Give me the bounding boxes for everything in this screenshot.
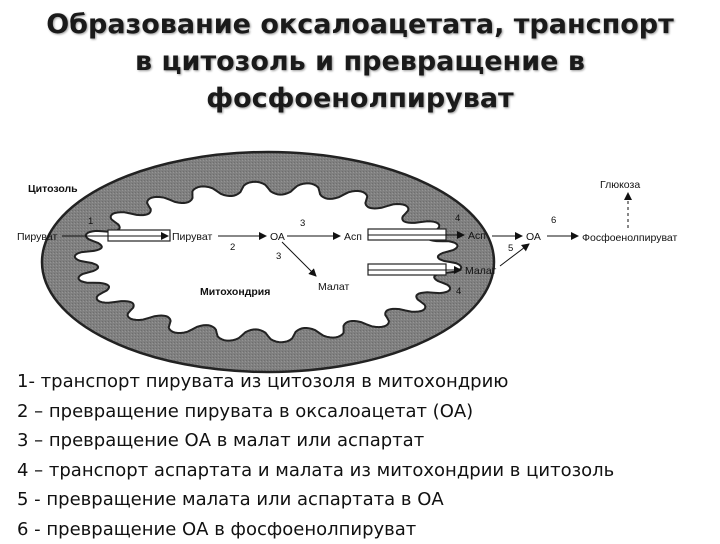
legend: 1- транспорт пирувата из цитозоля в мито… xyxy=(17,367,614,544)
malate-mitochondria: Малат xyxy=(318,281,349,293)
legend-item-3: 3 – превращение ОА в малат или аспартат xyxy=(17,426,614,456)
arrow-malate-to-oa xyxy=(500,244,529,266)
legend-item-4: 4 – транспорт аспартата и малата из мито… xyxy=(17,456,614,486)
step-number-4a: 4 xyxy=(455,213,460,224)
step-number-1: 1 xyxy=(88,216,93,227)
pyruvate-cytosol: Пируват xyxy=(17,231,57,243)
aspartate-mitochondria: Асп xyxy=(344,231,362,243)
mitochondria-label: Митохондрия xyxy=(200,286,270,298)
legend-item-5: 5 - превращение малата или аспартата в О… xyxy=(17,485,614,515)
step-number-2: 2 xyxy=(230,242,235,253)
oa-cytosol: ОА xyxy=(526,231,541,243)
phosphoenolpyruvate: Фосфоенолпируват xyxy=(582,232,678,244)
legend-item-1: 1- транспорт пирувата из цитозоля в мито… xyxy=(17,367,614,397)
step-number-3a: 3 xyxy=(300,218,305,229)
legend-item-2: 2 – превращение пирувата в оксалоацетат … xyxy=(17,397,614,427)
malate-cytosol: Малат xyxy=(465,265,496,277)
aspartate-cytosol: Асп xyxy=(468,230,486,242)
oa-mitochondria: ОА xyxy=(270,231,285,243)
step-number-4b: 4 xyxy=(456,286,461,297)
step-number-5: 5 xyxy=(508,243,513,254)
pyruvate-mitochondria: Пируват xyxy=(172,231,212,243)
glucose: Глюкоза xyxy=(600,179,640,191)
cytosol-label: Цитозоль xyxy=(28,183,78,195)
step-number-6: 6 xyxy=(551,215,556,226)
step-number-3b: 3 xyxy=(276,251,281,262)
